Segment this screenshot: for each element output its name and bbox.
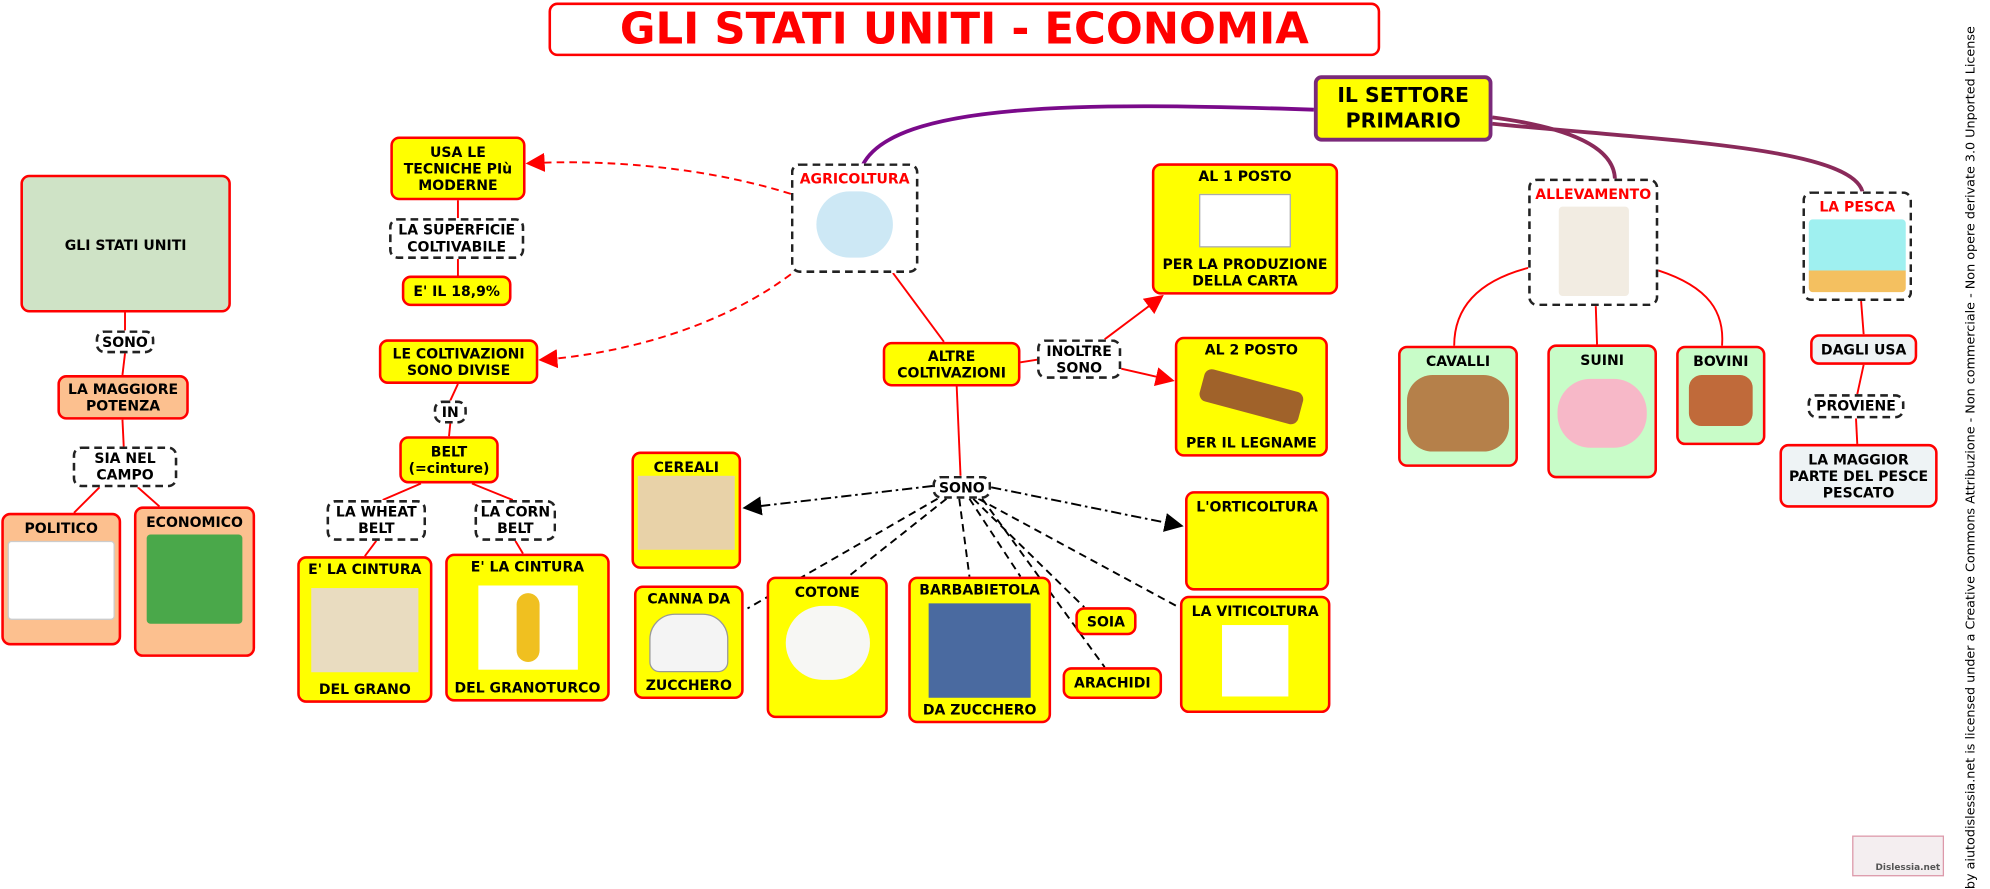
node-maggiore-potenza[interactable]: LA MAGGIORE POTENZA: [57, 375, 189, 420]
node-cotone[interactable]: COTONE: [766, 576, 888, 719]
node-cintura-grano[interactable]: E' LA CINTURA DEL GRANO: [297, 556, 433, 703]
node-proviene[interactable]: PROVIENE: [1807, 394, 1905, 419]
node-settore-primario[interactable]: IL SETTORE PRIMARIO: [1313, 75, 1493, 142]
chart-paper-image: [1199, 193, 1291, 248]
node-secondo-posto-legname[interactable]: AL 2 POSTO PER IL LEGNAME: [1174, 336, 1328, 457]
sugar-bowl-image: [649, 612, 729, 672]
bovini-label: BOVINI: [1693, 353, 1749, 370]
posto1-bot: PER LA PRODUZIONE DELLA CARTA: [1162, 256, 1328, 290]
node-tecniche-moderne[interactable]: USA LE TECNICHE PIù MODERNE: [390, 136, 526, 201]
pigs-image: [1557, 378, 1647, 448]
fisherman-image: [1808, 219, 1906, 293]
node-allevamento[interactable]: ALLEVAMENTO: [1528, 178, 1659, 307]
farmer-image: [816, 191, 893, 258]
posto1-top: AL 1 POSTO: [1198, 168, 1292, 185]
node-barbabietola[interactable]: BARBABIETOLA DA ZUCCHERO: [908, 576, 1052, 724]
canna-top: CANNA DA: [647, 590, 731, 608]
posto2-top: AL 2 POSTO: [1204, 341, 1298, 359]
aiutodislessia-logo: Dislessia.net: [1852, 835, 1945, 877]
node-maggior-parte-pesce[interactable]: LA MAGGIOR PARTE DEL PESCE PESCATO: [1779, 443, 1938, 508]
node-sono-left[interactable]: SONO: [95, 330, 155, 354]
suini-label: SUINI: [1580, 352, 1624, 369]
node-viticoltura[interactable]: LA VITICOLTURA: [1179, 595, 1331, 714]
node-18-9-percent[interactable]: E' IL 18,9%: [401, 275, 512, 307]
node-sia-nel-campo[interactable]: SIA NEL CAMPO: [72, 446, 178, 488]
cereals-image: [637, 475, 735, 550]
pesca-label: LA PESCA: [1819, 198, 1896, 216]
corn-image: [477, 585, 578, 670]
node-economico[interactable]: ECONOMICO: [133, 506, 256, 657]
barba-top: BARBABIETOLA: [919, 581, 1041, 599]
node-corn-belt[interactable]: LA CORN BELT: [474, 500, 557, 541]
barba-bot: DA ZUCCHERO: [922, 701, 1037, 719]
node-cereali[interactable]: CEREALI: [631, 451, 742, 569]
node-primo-posto-carta[interactable]: AL 1 POSTO PER LA PRODUZIONE DELLA CARTA: [1151, 163, 1339, 295]
page-title: GLI STATI UNITI - ECONOMIA: [548, 2, 1381, 57]
cotone-label: COTONE: [794, 584, 860, 601]
node-cavalli[interactable]: CAVALLI: [1398, 345, 1518, 467]
posto2-bot: PER IL LEGNAME: [1185, 434, 1317, 452]
node-soia[interactable]: SOIA: [1075, 607, 1137, 636]
money-image: [146, 534, 243, 624]
node-usa-map[interactable]: GLI STATI UNITI: [20, 174, 231, 313]
node-dagli-usa[interactable]: DAGLI USA: [1810, 334, 1918, 365]
cow-image: [1688, 375, 1753, 427]
cereali-label: CEREALI: [653, 459, 719, 476]
cavalli-label: CAVALLI: [1425, 353, 1491, 370]
agricoltura-label: AGRICOLTURA: [799, 170, 910, 188]
node-bovini[interactable]: BOVINI: [1676, 345, 1766, 446]
node-politico[interactable]: POLITICO: [1, 512, 122, 646]
node-arachidi[interactable]: ARACHIDI: [1062, 667, 1163, 700]
granoturco-bot: DEL GRANOTURCO: [454, 679, 601, 697]
economico-label: ECONOMICO: [146, 514, 243, 531]
horse-image: [1406, 375, 1510, 452]
node-inoltre-sono[interactable]: INOLTRE SONO: [1037, 339, 1122, 379]
node-sono-center[interactable]: SONO: [932, 475, 992, 499]
cotton-image: [785, 605, 870, 680]
logs-image: [1197, 367, 1305, 426]
sugar-beet-image: [928, 602, 1031, 698]
grano-bot: DEL GRANO: [318, 681, 411, 698]
viticoltura-label: LA VITICOLTURA: [1191, 603, 1319, 620]
node-suini[interactable]: SUINI: [1547, 344, 1658, 479]
grano-top: E' LA CINTURA: [308, 561, 422, 578]
canna-bot: ZUCCHERO: [645, 677, 732, 694]
allevamento-label: ALLEVAMENTO: [1535, 186, 1652, 203]
license-text: by aiutodislessia.net is licensed under …: [1964, 26, 1979, 889]
wheat-image: [311, 587, 419, 672]
politicians-image: [7, 540, 115, 620]
node-superficie-coltivabile[interactable]: LA SUPERFICIE COLTIVABILE: [389, 218, 525, 259]
node-la-pesca[interactable]: LA PESCA: [1802, 191, 1913, 302]
granoturco-top: E' LA CINTURA: [470, 558, 585, 576]
node-altre-coltivazioni[interactable]: ALTRE COLTIVAZIONI: [882, 341, 1021, 387]
wine-image: [1222, 625, 1289, 697]
node-orticoltura[interactable]: L'ORTICOLTURA: [1185, 491, 1330, 591]
map-label: GLI STATI UNITI: [64, 236, 187, 254]
node-in[interactable]: IN: [433, 400, 467, 424]
node-coltivazioni-divise[interactable]: LE COLTIVAZIONI SONO DIVISE: [378, 339, 539, 384]
node-agricoltura[interactable]: AGRICOLTURA: [790, 163, 919, 273]
node-canna-zucchero[interactable]: CANNA DA ZUCCHERO: [633, 585, 744, 700]
node-wheat-belt[interactable]: LA WHEAT BELT: [326, 500, 427, 541]
cow-farmer-image: [1558, 206, 1629, 296]
node-cintura-granoturco[interactable]: E' LA CINTURA DEL GRANOTURCO: [445, 553, 610, 702]
politico-label: POLITICO: [24, 520, 98, 538]
node-belt[interactable]: BELT (=cinture): [399, 436, 499, 484]
